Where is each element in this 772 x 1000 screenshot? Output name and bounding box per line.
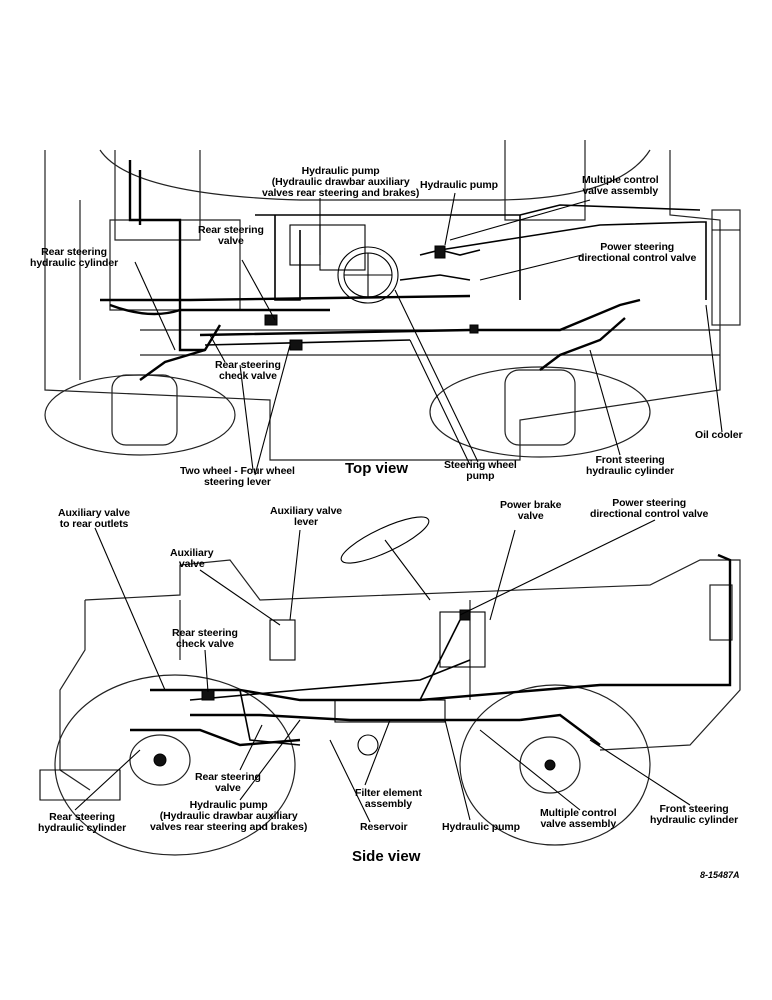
side-view-leaders [74,364,691,823]
label-hydraulic-pump-right: Hydraulic pump [420,179,498,191]
label-reservoir: Reservoir [360,821,408,833]
side-view-drawing [39,516,741,856]
figure-code: 8-15487A [700,870,740,880]
side-view-title: Side view [352,848,421,865]
top-view-leaders [134,192,723,476]
top-view-drawing [44,140,741,461]
top-view-title: Top view [345,460,409,477]
label-hydraulic-pump-center: Hydraulic pump [442,821,520,833]
label-oil-cooler: Oil cooler [695,429,743,441]
label-hydraulic-pump-top: Hydraulic pump(Hydraulic drawbar auxilia… [262,165,420,199]
label-hydraulic-pump-side: Hydraulic pump(Hydraulic drawbar auxilia… [150,799,308,833]
